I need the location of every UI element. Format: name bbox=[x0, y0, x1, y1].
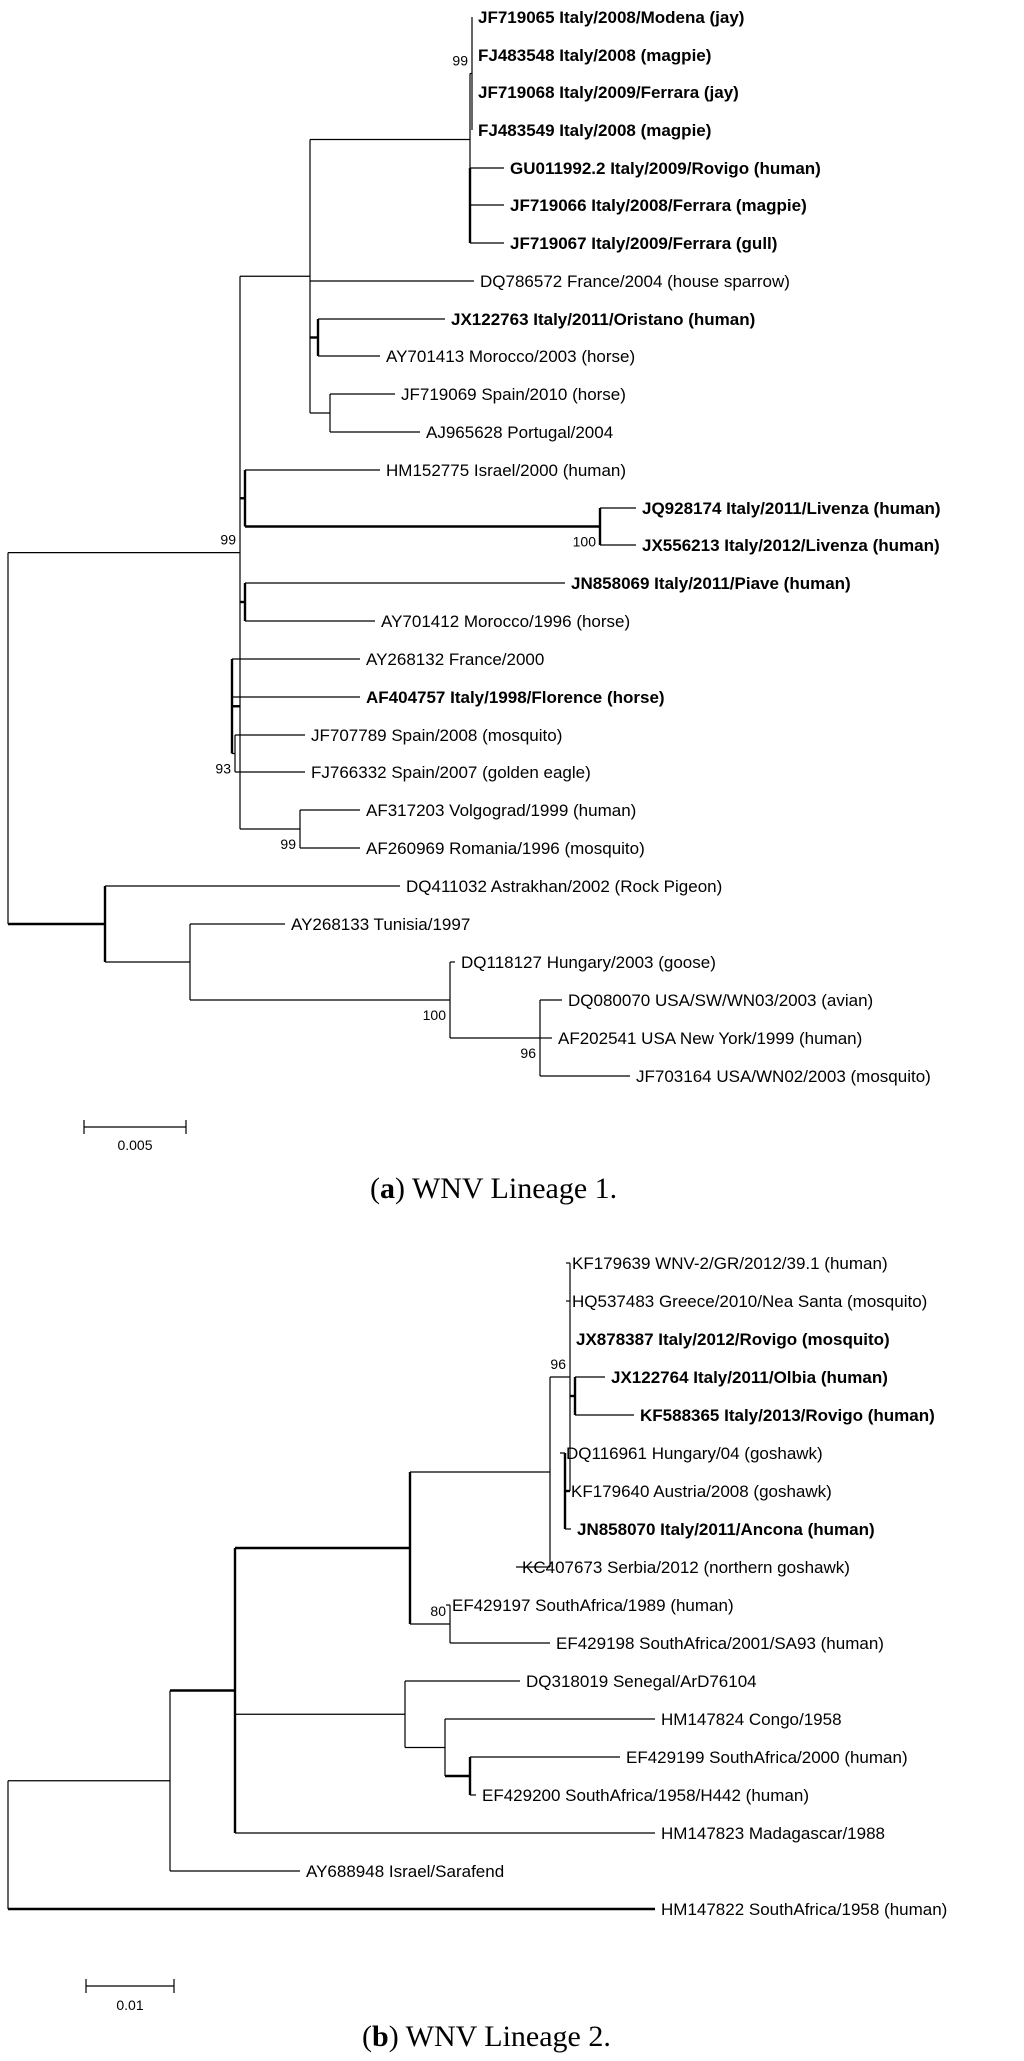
taxon-label: DQ411032 Astrakhan/2002 (Rock Pigeon) bbox=[406, 877, 722, 896]
taxon-label: HM152775 Israel/2000 (human) bbox=[386, 461, 626, 480]
taxon-label: JF719066 Italy/2008/Ferrara (magpie) bbox=[510, 196, 807, 215]
bootstrap-value: 99 bbox=[452, 53, 468, 69]
taxon-label: AY701412 Morocco/1996 (horse) bbox=[381, 612, 630, 631]
bootstrap-value: 80 bbox=[430, 1603, 446, 1619]
caption-b-text: WNV Lineage 2. bbox=[405, 2020, 611, 2053]
taxon-label: AY688948 Israel/Sarafend bbox=[306, 1862, 504, 1881]
taxon-label: AF404757 Italy/1998/Florence (horse) bbox=[366, 688, 665, 707]
taxon-label: JF719065 Italy/2008/Modena (jay) bbox=[478, 8, 744, 27]
taxon-label: KF179639 WNV-2/GR/2012/39.1 (human) bbox=[572, 1254, 888, 1273]
taxon-label: AF260969 Romania/1996 (mosquito) bbox=[366, 839, 645, 858]
scale-label-a: 0.005 bbox=[117, 1137, 152, 1153]
scale-bar-a: 0.005 bbox=[83, 1120, 187, 1153]
taxon-label: DQ118127 Hungary/2003 (goose) bbox=[461, 953, 716, 972]
bootstrap-value: 96 bbox=[520, 1045, 536, 1061]
taxon-label: JX122764 Italy/2011/Olbia (human) bbox=[611, 1368, 888, 1387]
taxon-label: AY701413 Morocco/2003 (horse) bbox=[386, 347, 635, 366]
taxon-label: JN858070 Italy/2011/Ancona (human) bbox=[577, 1520, 875, 1539]
taxon-label: DQ786572 France/2004 (house sparrow) bbox=[480, 272, 790, 291]
taxon-label: JF707789 Spain/2008 (mosquito) bbox=[311, 726, 562, 745]
bootstrap-value: 93 bbox=[215, 761, 231, 777]
caption-a-text: WNV Lineage 1. bbox=[411, 1172, 618, 1205]
taxon-label: JF719069 Spain/2010 (horse) bbox=[401, 385, 626, 404]
taxon-label: AY268132 France/2000 bbox=[366, 650, 544, 669]
taxon-label: KF588365 Italy/2013/Rovigo (human) bbox=[640, 1406, 935, 1425]
taxon-label: AF202541 USA New York/1999 (human) bbox=[558, 1029, 862, 1048]
taxon-label: KF179640 Austria/2008 (goshawk) bbox=[571, 1482, 832, 1501]
bootstrap-value: 99 bbox=[220, 532, 236, 548]
taxon-label: AY268133 Tunisia/1997 bbox=[291, 915, 470, 934]
taxon-label: EF429198 SouthAfrica/2001/SA93 (human) bbox=[556, 1634, 884, 1653]
taxon-label: HM147823 Madagascar/1988 bbox=[661, 1824, 885, 1843]
taxon-label: HQ537483 Greece/2010/Nea Santa (mosquito… bbox=[572, 1292, 927, 1311]
bootstrap-value: 99 bbox=[280, 836, 296, 852]
bootstrap-value: 100 bbox=[573, 534, 597, 550]
taxon-label: EF429199 SouthAfrica/2000 (human) bbox=[626, 1748, 908, 1767]
taxon-label: HM147822 SouthAfrica/1958 (human) bbox=[661, 1900, 947, 1919]
bootstrap-value: 96 bbox=[550, 1356, 566, 1372]
taxon-label: EF429200 SouthAfrica/1958/H442 (human) bbox=[482, 1786, 809, 1805]
taxon-label: JN858069 Italy/2011/Piave (human) bbox=[571, 574, 851, 593]
caption-b-letter: b bbox=[372, 2020, 389, 2053]
taxon-label: DQ116961 Hungary/04 (goshawk) bbox=[566, 1444, 823, 1463]
bootstrap-value: 100 bbox=[423, 1007, 447, 1023]
taxon-label: FJ483548 Italy/2008 (magpie) bbox=[478, 46, 711, 65]
caption-a-letter: a bbox=[380, 1172, 395, 1205]
tree-lineage-2: 96 KF179639 WNV-2/GR/2012/39.1 (human) HQ5… bbox=[7, 1254, 947, 1919]
taxon-label: KC407673 Serbia/2012 (northern goshawk) bbox=[522, 1558, 850, 1577]
scale-label-b: 0.01 bbox=[116, 1997, 143, 2013]
taxon-label: JX122763 Italy/2011/Oristano (human) bbox=[451, 310, 755, 329]
taxon-label: AJ965628 Portugal/2004 bbox=[426, 423, 613, 442]
taxon-label: HM147824 Congo/1958 bbox=[661, 1710, 842, 1729]
taxon-label: GU011992.2 Italy/2009/Rovigo (human) bbox=[510, 159, 821, 178]
taxon-label: AF317203 Volgograd/1999 (human) bbox=[366, 801, 636, 820]
taxon-label: DQ318019 Senegal/ArD76104 bbox=[526, 1672, 757, 1691]
taxon-label: FJ483549 Italy/2008 (magpie) bbox=[478, 121, 711, 140]
caption-b: (b) WNV Lineage 2. bbox=[362, 2020, 611, 2053]
taxon-label: JQ928174 Italy/2011/Livenza (human) bbox=[642, 499, 941, 518]
taxon-label: JF719068 Italy/2009/Ferrara (jay) bbox=[478, 83, 739, 102]
tree-lineage-1: 99 99 JF719065 Italy/2008/Modena (jay) FJ48… bbox=[7, 8, 941, 1086]
scale-bar-b: 0.01 bbox=[85, 1979, 175, 2013]
taxon-label: FJ766332 Spain/2007 (golden eagle) bbox=[311, 763, 591, 782]
taxon-label: JF719067 Italy/2009/Ferrara (gull) bbox=[510, 234, 777, 253]
taxon-label: EF429197 SouthAfrica/1989 (human) bbox=[452, 1596, 734, 1615]
taxon-label: JX878387 Italy/2012/Rovigo (mosquito) bbox=[576, 1330, 890, 1349]
taxon-label: DQ080070 USA/SW/WN03/2003 (avian) bbox=[568, 991, 873, 1010]
taxon-label: JF703164 USA/WN02/2003 (mosquito) bbox=[636, 1067, 931, 1086]
caption-a: (a) WNV Lineage 1. bbox=[370, 1172, 618, 1205]
taxon-label: JX556213 Italy/2012/Livenza (human) bbox=[642, 536, 940, 555]
